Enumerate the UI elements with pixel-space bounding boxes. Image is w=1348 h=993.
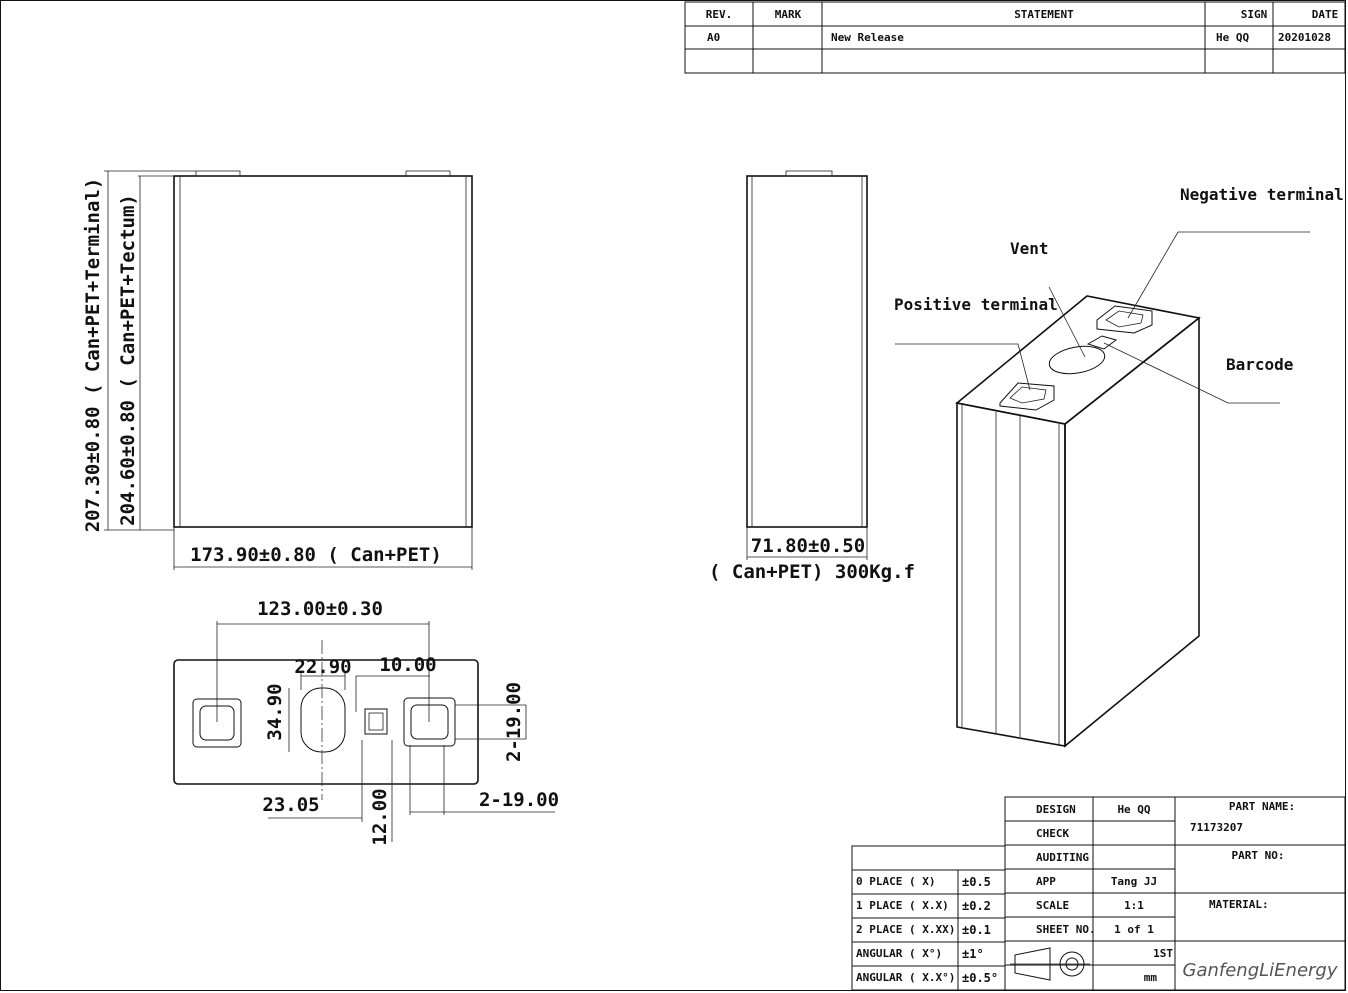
approval-label-app: APP	[1036, 875, 1056, 888]
title-block: 0 PLACE ( X) 1 PLACE ( X.X) 2 PLACE ( X.…	[851, 796, 1346, 991]
approval-value-sheet: 1 of 1	[1114, 923, 1154, 936]
part-name-label: PART NAME:	[1229, 800, 1295, 813]
tol-value-4: ±0.5°	[962, 971, 998, 985]
rev-cell-sign: He QQ	[1216, 31, 1249, 44]
tol-value-0: ±0.5	[962, 875, 991, 889]
front-width-dim: 173.90±0.80 ( Can+PET)	[190, 544, 442, 566]
top-barcode-offset-dim: 10.00	[379, 654, 436, 676]
top-barcode-dim: 12.00	[369, 788, 391, 845]
side-view: 71.80±0.50 ( Can+PET) 300Kg.f	[709, 170, 915, 583]
part-no-label: PART NO:	[1232, 849, 1285, 862]
revision-table: REV. MARK STATEMENT SIGN DATE A0 New Rel…	[684, 1, 1346, 74]
tol-place-4: ANGULAR ( X.X°)	[856, 971, 955, 984]
top-vent-height-dim: 34.90	[264, 683, 286, 740]
unit-label: mm	[1144, 971, 1158, 984]
rev-cell-rev: A0	[707, 31, 720, 44]
approval-label-design: DESIGN	[1036, 803, 1076, 816]
front-height-tectum-dim: 204.60±0.80 ( Can+PET+Tectum)	[117, 194, 139, 526]
label-barcode: Barcode	[1226, 355, 1293, 374]
approval-value-design: He QQ	[1117, 803, 1150, 816]
projection-label: 1ST	[1153, 947, 1173, 960]
top-terminal-size-w-dim: 2-19.00	[479, 789, 559, 811]
tol-place-2: 2 PLACE ( X.XX)	[856, 923, 955, 936]
rev-header-sign: SIGN	[1241, 8, 1268, 21]
first-angle-projection-icon	[1010, 947, 1090, 981]
label-vent: Vent	[1010, 239, 1049, 258]
tol-place-0: 0 PLACE ( X)	[856, 875, 935, 888]
tol-value-1: ±0.2	[962, 899, 991, 913]
rev-header-rev: REV.	[706, 8, 733, 21]
top-terminal-size-h-dim: 2-19.00	[503, 682, 525, 762]
brand-logo: GanfengLiEnergy	[1183, 960, 1338, 981]
rev-header-mark: MARK	[775, 8, 802, 21]
part-name-value: 71173207	[1190, 821, 1243, 834]
rev-cell-date: 20201028	[1278, 31, 1331, 44]
tol-value-2: ±0.1	[962, 923, 991, 937]
approval-value-app: Tang JJ	[1111, 875, 1157, 888]
material-label: MATERIAL:	[1209, 898, 1269, 911]
approval-label-auditing: AUDITING	[1036, 851, 1089, 864]
approval-label-sheet: SHEET NO.	[1036, 923, 1096, 936]
rev-header-statement: STATEMENT	[1014, 8, 1074, 21]
tol-place-1: 1 PLACE ( X.X)	[856, 899, 949, 912]
rev-cell-statement: New Release	[831, 31, 904, 44]
side-thickness-dim: 71.80±0.50	[751, 535, 865, 557]
approval-value-scale: 1:1	[1124, 899, 1144, 912]
top-view: 123.00±0.30 22.90 34.90 10.00 2-19.00 23…	[173, 598, 559, 846]
front-height-terminal-dim: 207.30±0.80 ( Can+PET+Terminal)	[82, 178, 104, 533]
side-note: ( Can+PET) 300Kg.f	[709, 561, 915, 583]
approval-label-scale: SCALE	[1036, 899, 1069, 912]
rev-header-date: DATE	[1312, 8, 1339, 21]
top-terminal-spacing-dim: 123.00±0.30	[257, 598, 383, 620]
approval-label-check: CHECK	[1036, 827, 1069, 840]
label-positive-terminal: Positive terminal	[894, 295, 1058, 314]
label-negative-terminal: Negative terminal	[1180, 185, 1344, 204]
front-view: 207.30±0.80 ( Can+PET+Terminal) 204.60±0…	[82, 170, 473, 570]
tol-place-3: ANGULAR ( X°)	[856, 947, 942, 960]
top-left-offset-dim: 23.05	[262, 794, 319, 816]
isometric-view: Negative terminal Vent Positive terminal…	[894, 185, 1344, 748]
tol-value-3: ±1°	[962, 947, 984, 961]
top-vent-width-dim: 22.90	[294, 656, 351, 678]
